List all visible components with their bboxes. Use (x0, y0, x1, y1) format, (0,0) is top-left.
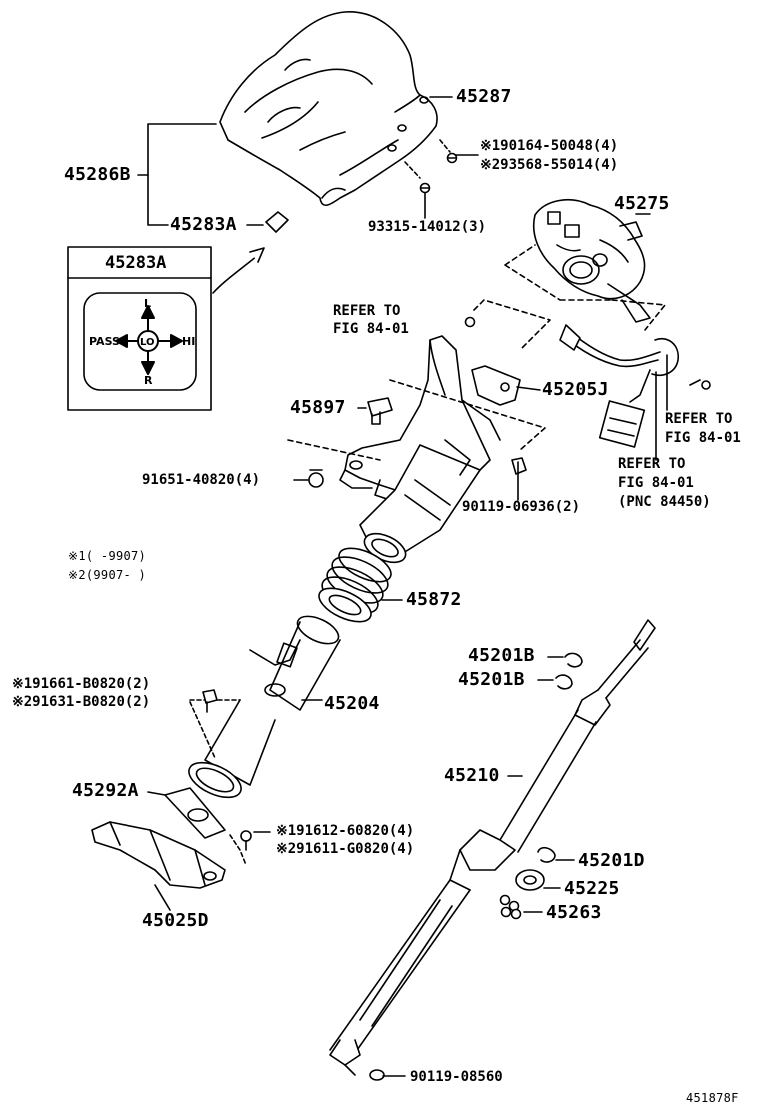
column-tube[interactable] (359, 439, 481, 568)
label-refer-c1[interactable]: REFER TO (618, 456, 686, 472)
label-45204[interactable]: 45204 (324, 693, 380, 714)
label-refer-c3[interactable]: (PNC 84450) (618, 494, 711, 510)
label-refer-c2[interactable]: FIG 84-01 (618, 475, 694, 491)
column-cover-upper[interactable] (219, 11, 438, 206)
ignition-switch-45275[interactable] (533, 199, 651, 323)
boot-45872[interactable] (314, 541, 396, 628)
label-45897[interactable]: 45897 (290, 397, 346, 418)
label-45225[interactable]: 45225 (564, 878, 620, 899)
label-45283a[interactable]: 45283A (170, 214, 237, 235)
label-45025d[interactable]: 45025D (142, 910, 209, 931)
label-45287[interactable]: 45287 (456, 86, 512, 107)
label-bolt-90164[interactable]: ※190164-50048(4) (480, 138, 619, 154)
bushing-45225[interactable] (515, 869, 545, 891)
ring-45201b-1[interactable] (564, 652, 583, 668)
steering-shaft-45210[interactable] (329, 619, 656, 1076)
screw-93315[interactable] (419, 182, 431, 194)
label-45292a[interactable]: 45292A (72, 780, 139, 801)
plate-45292a[interactable] (164, 787, 226, 839)
label-45263[interactable]: 45263 (546, 902, 602, 923)
label-45275[interactable]: 45275 (614, 193, 670, 214)
label-refer-b2[interactable]: FIG 84-01 (665, 430, 741, 446)
label-45286b[interactable]: 45286B (64, 164, 131, 185)
inset-switch-arrows (115, 305, 183, 375)
cover-45025d[interactable] (91, 821, 226, 889)
bolt-91612[interactable] (240, 830, 252, 851)
label-bolt-91661[interactable]: ※191661-B0820(2) (12, 676, 151, 692)
label-refer-b1[interactable]: REFER TO (665, 411, 733, 427)
label-bolt-90119-08560[interactable]: 90119-08560 (410, 1069, 503, 1085)
label-45201b-2[interactable]: 45201B (458, 669, 525, 690)
nut-91651[interactable] (308, 469, 324, 488)
bolt-45897[interactable] (367, 397, 393, 425)
bolt-90119-08560[interactable] (369, 1069, 406, 1081)
label-bolt-91612[interactable]: ※191612-60820(4) (276, 823, 415, 839)
ring-45201b-2[interactable] (555, 674, 573, 690)
note-2: ※2(9907- ) (68, 568, 147, 582)
label-bolt-93568[interactable]: ※293568-55014(4) (480, 157, 619, 173)
note-1: ※1( -9907) (68, 549, 147, 563)
label-nut-91651[interactable]: 91651-40820(4) (142, 472, 261, 488)
switch-badge-45283a[interactable] (265, 211, 289, 233)
label-bolt-91631[interactable]: ※291631-B0820(2) (12, 694, 151, 710)
seal-45263[interactable] (499, 894, 522, 920)
label-45201d[interactable]: 45201D (578, 850, 645, 871)
label-refer-a2[interactable]: FIG 84-01 (333, 321, 409, 337)
label-screw-93315[interactable]: 93315-14012(3) (368, 219, 487, 235)
bolt-91661[interactable] (202, 689, 218, 713)
lower-column-45204[interactable] (184, 611, 343, 805)
label-bolt-91611[interactable]: ※291611-G0820(4) (276, 841, 415, 857)
label-refer-a1[interactable]: REFER TO (333, 303, 401, 319)
inset-title: 45283A (105, 253, 167, 273)
label-45201b-1[interactable]: 45201B (468, 645, 535, 666)
ring-45201d[interactable] (537, 846, 556, 863)
label-45205j[interactable]: 45205J (542, 379, 609, 400)
label-45210[interactable]: 45210 (444, 765, 500, 786)
bolt-90119-06936[interactable] (511, 457, 527, 501)
label-bolt-90119-06936[interactable]: 90119-06936(2) (462, 499, 581, 515)
wire-harness[interactable] (559, 324, 679, 448)
label-45872[interactable]: 45872 (406, 589, 462, 610)
figure-id: 451878F (686, 1091, 739, 1105)
bolt-90164[interactable] (446, 152, 458, 164)
